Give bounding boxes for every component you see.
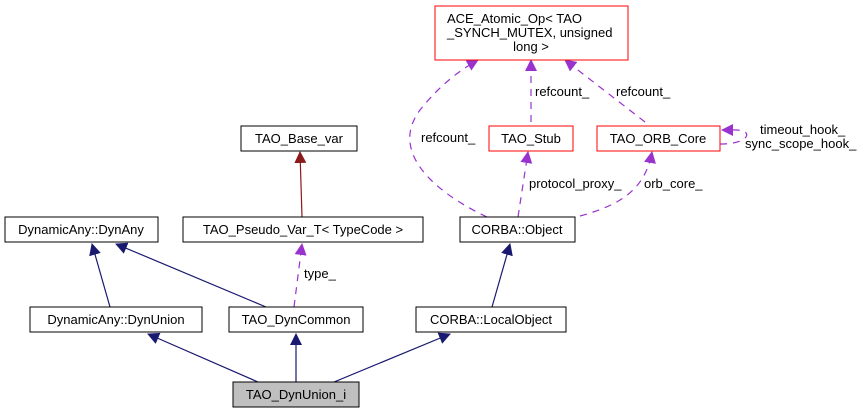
node-label: TAO_DynCommon (242, 312, 351, 327)
edge-object-to-orbcore (579, 151, 656, 217)
node-label: _SYNCH_MUTEX, unsigned (446, 25, 612, 40)
edge-dynunioni-to-localobject (333, 332, 451, 383)
edge-object-to-atomic (409, 59, 488, 218)
edge-label-sync-scope-hook: sync_scope_hook_ (745, 136, 857, 151)
edge-object-to-stub (517, 151, 533, 218)
edge-dynunioni-to-dynunion (147, 332, 259, 383)
node-label: TAO_Base_var (255, 131, 344, 146)
edge-label-type: type_ (304, 266, 337, 281)
edge-orbcore-self (719, 123, 748, 145)
edge-localobject-to-object (491, 243, 513, 308)
node-tao-dyncommon[interactable]: TAO_DynCommon (228, 306, 364, 333)
edge-label-orbcore-refcount: refcount_ (616, 84, 671, 99)
edge-dynunion-to-dynany (89, 243, 111, 308)
node-label: DynamicAny::DynAny (18, 222, 144, 237)
edge-labels: refcount_ refcount_ refcount_ timeout_ho… (304, 84, 857, 281)
node-label: ACE_Atomic_Op< TAO (447, 11, 582, 26)
node-tao-orb-core[interactable]: TAO_ORB_Core (596, 125, 721, 152)
node-corba-localobject[interactable]: CORBA::LocalObject (415, 306, 567, 333)
edge-label-stub-refcount: refcount_ (535, 84, 590, 99)
node-dynamicany-dynunion[interactable]: DynamicAny::DynUnion (29, 306, 203, 333)
node-tao-stub[interactable]: TAO_Stub (488, 125, 574, 152)
edge-label-timeout-hook: timeout_hook_ (760, 122, 846, 137)
edges (89, 59, 748, 383)
node-tao-pseudo-var-t[interactable]: TAO_Pseudo_Var_T< TypeCode > (182, 216, 424, 243)
node-label: TAO_Pseudo_Var_T< TypeCode > (203, 222, 403, 237)
node-label: TAO_DynUnion_i (246, 387, 346, 402)
node-label: CORBA::LocalObject (430, 312, 552, 327)
edge-dyncommon-to-dynany (115, 242, 267, 308)
node-label: TAO_Stub (501, 131, 561, 146)
node-ace-atomic-op[interactable]: ACE_Atomic_Op< TAO _SYNCH_MUTEX, unsigne… (434, 5, 629, 61)
node-label: DynamicAny::DynUnion (47, 312, 184, 327)
node-corba-object[interactable]: CORBA::Object (459, 216, 576, 243)
node-tao-base-var[interactable]: TAO_Base_var (240, 125, 358, 152)
edge-label-orb-core: orb_core_ (644, 176, 703, 191)
node-dynamicany-dynany[interactable]: DynamicAny::DynAny (4, 216, 159, 243)
edge-label-object-refcount: refcount_ (421, 130, 476, 145)
node-label: long > (513, 39, 549, 54)
edge-dyncommon-to-pseudovar (293, 243, 307, 308)
node-tao-dynunion-i[interactable]: TAO_DynUnion_i (232, 381, 360, 408)
edge-orbcore-to-atomic (564, 59, 646, 123)
node-label: TAO_ORB_Core (610, 131, 707, 146)
node-label: CORBA::Object (471, 222, 562, 237)
edge-label-protocol-proxy: protocol_proxy_ (529, 176, 622, 191)
edge-pseudovar-to-basevar (294, 151, 307, 218)
